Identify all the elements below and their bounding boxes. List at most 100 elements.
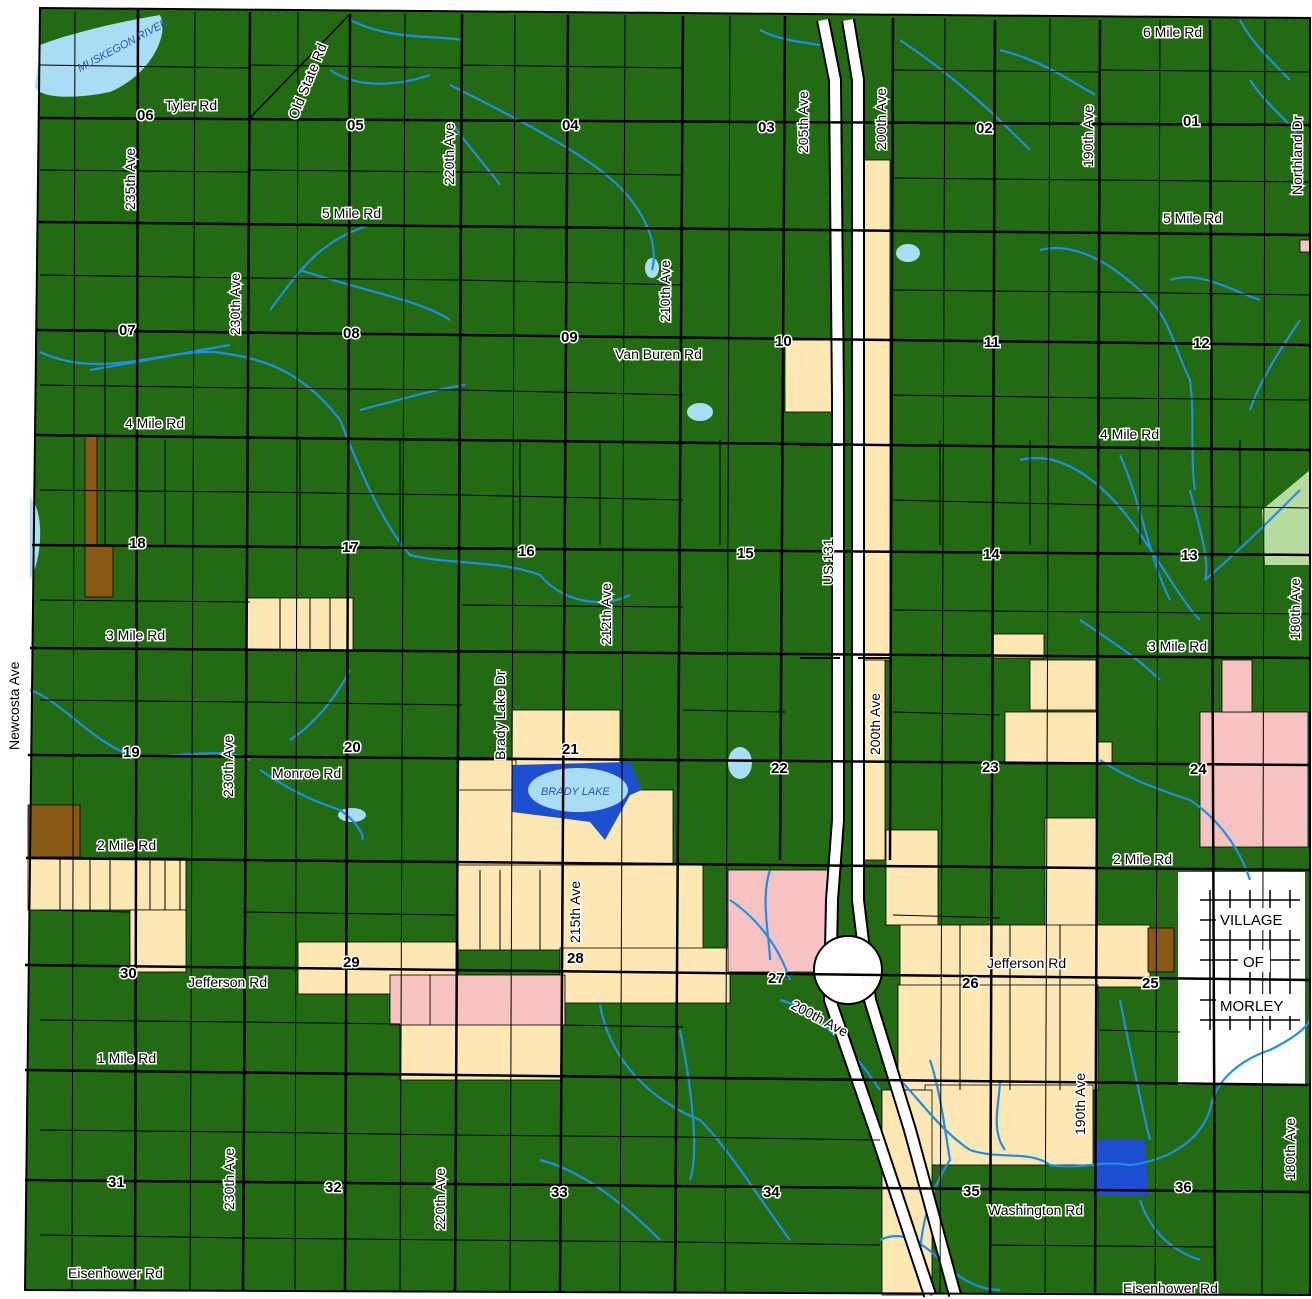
section-label-halo: 01 — [1183, 113, 1200, 130]
road-label: Van Buren Rd — [615, 346, 702, 362]
section-label-halo: 27 — [768, 970, 785, 987]
village-label: VILLAGE OF MORLEY — [1216, 908, 1300, 1016]
road-label-halo: 210th Ave — [657, 260, 673, 322]
section-label: 09 — [561, 329, 578, 346]
road-label: 5 Mile Rd — [1163, 210, 1222, 226]
road-label: 180th Ave — [1287, 578, 1303, 640]
section-label-halo: 08 — [343, 325, 360, 342]
section-label: 08 — [343, 325, 360, 342]
section-label: 25 — [1142, 975, 1159, 992]
section-label: 21 — [562, 741, 579, 758]
road-label-halo: Tyler Rd — [165, 97, 217, 113]
section-label: 30 — [120, 965, 137, 982]
road-label-halo: 220th Ave — [441, 123, 457, 185]
road-label-halo: 4 Mile Rd — [1100, 426, 1159, 442]
road-label: 1 Mile Rd — [97, 1050, 156, 1066]
road-label: Tyler Rd — [165, 97, 217, 113]
road-label-halo: Eisenhower Rd — [1123, 1280, 1218, 1296]
road-label-halo: US 131 — [820, 538, 836, 585]
road-label-halo: 212th Ave — [598, 583, 614, 645]
road-label: 220th Ave — [441, 123, 457, 185]
road-label-halo: 230th Ave — [221, 1148, 237, 1210]
road-label-halo: 235th Ave — [122, 148, 138, 210]
pond — [896, 244, 920, 262]
village-label-line: MORLEY — [1220, 998, 1283, 1015]
road-label-halo: 4 Mile Rd — [125, 415, 184, 431]
road-label: 235th Ave — [122, 148, 138, 210]
road-label: 230th Ave — [227, 273, 243, 335]
agricultural-land — [25, 8, 1310, 1295]
pond — [338, 808, 366, 822]
road-label: 220th Ave — [432, 1168, 448, 1230]
road-label-halo: 2 Mile Rd — [1113, 851, 1172, 867]
section-label: 22 — [771, 760, 788, 777]
section-label-halo: 23 — [982, 759, 999, 776]
section-label-halo: 20 — [344, 739, 361, 756]
section-label: 34 — [763, 1184, 780, 1201]
road-label: 2 Mile Rd — [1113, 851, 1172, 867]
road-label-halo: 1 Mile Rd — [97, 1050, 156, 1066]
road-label: Washington Rd — [988, 1202, 1083, 1218]
road-label: 6 Mile Rd — [1143, 24, 1202, 40]
section-label: 28 — [567, 950, 584, 967]
road-label: Newcosta Ave — [6, 661, 22, 750]
road-label: Eisenhower Rd — [1123, 1280, 1218, 1296]
pond — [687, 403, 713, 421]
section-label: 27 — [768, 970, 785, 987]
section-label-halo: 34 — [763, 1184, 780, 1201]
section-label: 01 — [1183, 113, 1200, 130]
section-label-halo: 02 — [976, 120, 993, 137]
section-label: 23 — [982, 759, 999, 776]
section-label: 32 — [325, 1179, 342, 1196]
road-label-halo: Eisenhower Rd — [68, 1265, 163, 1281]
road-label: 3 Mile Rd — [1148, 638, 1207, 654]
section-label: 17 — [342, 539, 359, 556]
road-label-halo: 180th Ave — [1282, 1118, 1298, 1180]
section-label: 31 — [108, 1174, 125, 1191]
road-label-halo: Washington Rd — [988, 1202, 1083, 1218]
section-label: 15 — [737, 545, 754, 562]
road-label-halo: 200th Ave — [867, 693, 883, 755]
road-label: Jefferson Rd — [987, 955, 1066, 971]
section-label: 03 — [758, 119, 775, 136]
section-roads — [24, 9, 1311, 1295]
section-label-halo: 22 — [771, 760, 788, 777]
road-label: 4 Mile Rd — [1100, 426, 1159, 442]
section-label-halo: 18 — [129, 535, 146, 552]
road-label-halo: 3 Mile Rd — [106, 627, 165, 643]
section-label-halo: 11 — [984, 334, 1000, 351]
road-label: 200th Ave — [867, 693, 883, 755]
village-label-line: VILLAGE — [1220, 912, 1283, 929]
west-edge-water — [30, 498, 41, 580]
section-label: 16 — [518, 543, 535, 560]
section-label: 24 — [1190, 761, 1207, 778]
road-label-halo: 3 Mile Rd — [1148, 638, 1207, 654]
road-label-halo: Brady Lake Dr — [492, 670, 508, 760]
section-label-halo: 21 — [562, 741, 579, 758]
section-label: 18 — [129, 535, 146, 552]
road-label-halo: 190th Ave — [1080, 105, 1096, 167]
road-label: 200th Ave — [873, 88, 889, 150]
section-label-halo: 31 — [108, 1174, 125, 1191]
section-label: 13 — [1181, 547, 1198, 564]
section-label-halo: 12 — [1193, 335, 1210, 352]
road-label: 5 Mile Rd — [322, 205, 381, 221]
road-label: 230th Ave — [221, 1148, 237, 1210]
road-label: Brady Lake Dr — [492, 670, 508, 760]
road-label-halo: 190th Ave — [1072, 1073, 1088, 1135]
road-label-halo: 200th Ave — [873, 88, 889, 150]
residential-areas — [27, 159, 1151, 1296]
section-label-halo: 10 — [775, 333, 792, 350]
road-label-halo: 5 Mile Rd — [1163, 210, 1222, 226]
road-label: Northland Dr — [1289, 115, 1305, 195]
section-label-halo: 17 — [342, 539, 359, 556]
road-label-halo: Newcosta Ave — [6, 661, 22, 750]
section-label-halo: 06 — [137, 107, 154, 124]
section-label-halo: 24 — [1190, 761, 1207, 778]
road-label: Eisenhower Rd — [68, 1265, 163, 1281]
muskegon-river-lake — [35, 15, 163, 97]
section-label-halo: 30 — [120, 965, 137, 982]
road-label: US 131 — [820, 538, 836, 585]
section-label-halo: 05 — [347, 117, 364, 134]
